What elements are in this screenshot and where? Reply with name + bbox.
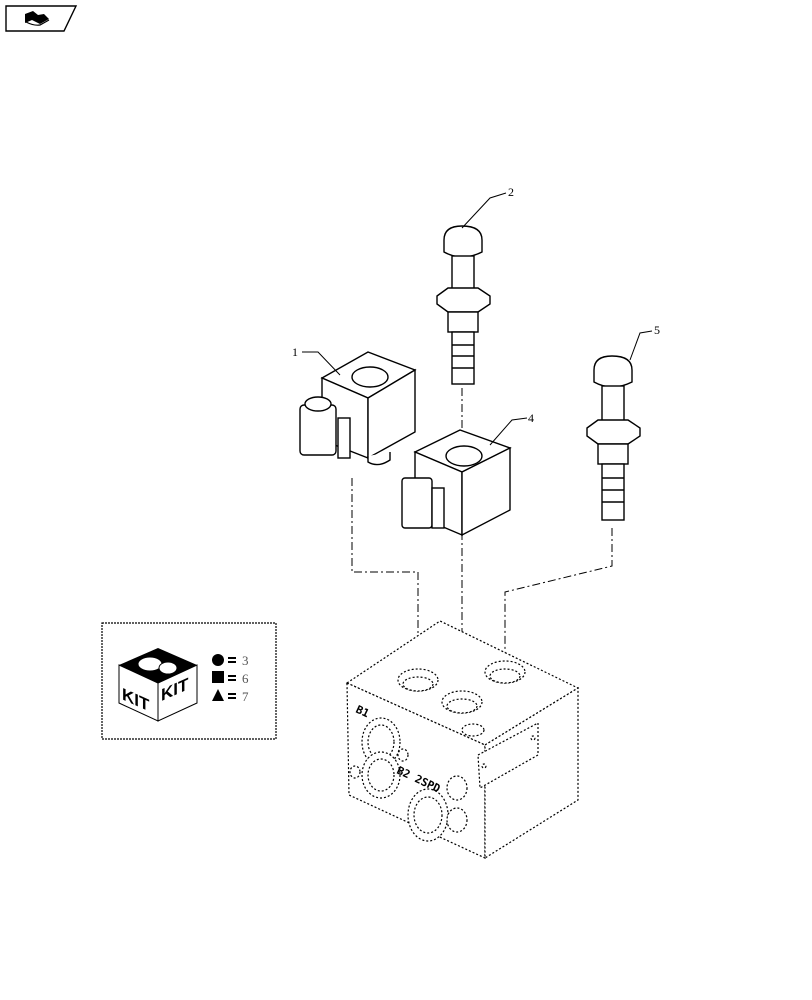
callout-5: 5: [654, 323, 660, 337]
legend-ref-3: 3: [242, 653, 249, 668]
square-symbol-icon: [212, 671, 224, 683]
callout-4: 4: [528, 411, 534, 425]
side-ports: [349, 717, 539, 842]
callouts: 2 1 4 5: [292, 185, 660, 446]
top-ports: [397, 660, 526, 737]
circle-symbol-icon: [212, 654, 224, 666]
triangle-symbol-icon: [212, 689, 224, 701]
cartridge-valve-5: [586, 355, 641, 521]
solenoid-coil-1: [299, 351, 417, 466]
port-label-b1: B1: [354, 703, 372, 721]
valve-block: B1 B2 2SPD: [345, 620, 580, 860]
kit-box-icon: KIT KIT: [118, 648, 198, 722]
hand-book-icon: [25, 11, 50, 26]
next-page-button[interactable]: [5, 5, 78, 32]
legend-ref-7: 7: [242, 689, 249, 704]
callout-2: 2: [508, 185, 514, 199]
cartridge-valve-2: [436, 225, 491, 385]
kit-legend: KIT KIT 3 6 7: [101, 622, 277, 740]
legend-ref-6: 6: [242, 671, 249, 686]
solenoid-coil-4: [401, 429, 512, 537]
callout-1: 1: [292, 345, 298, 359]
